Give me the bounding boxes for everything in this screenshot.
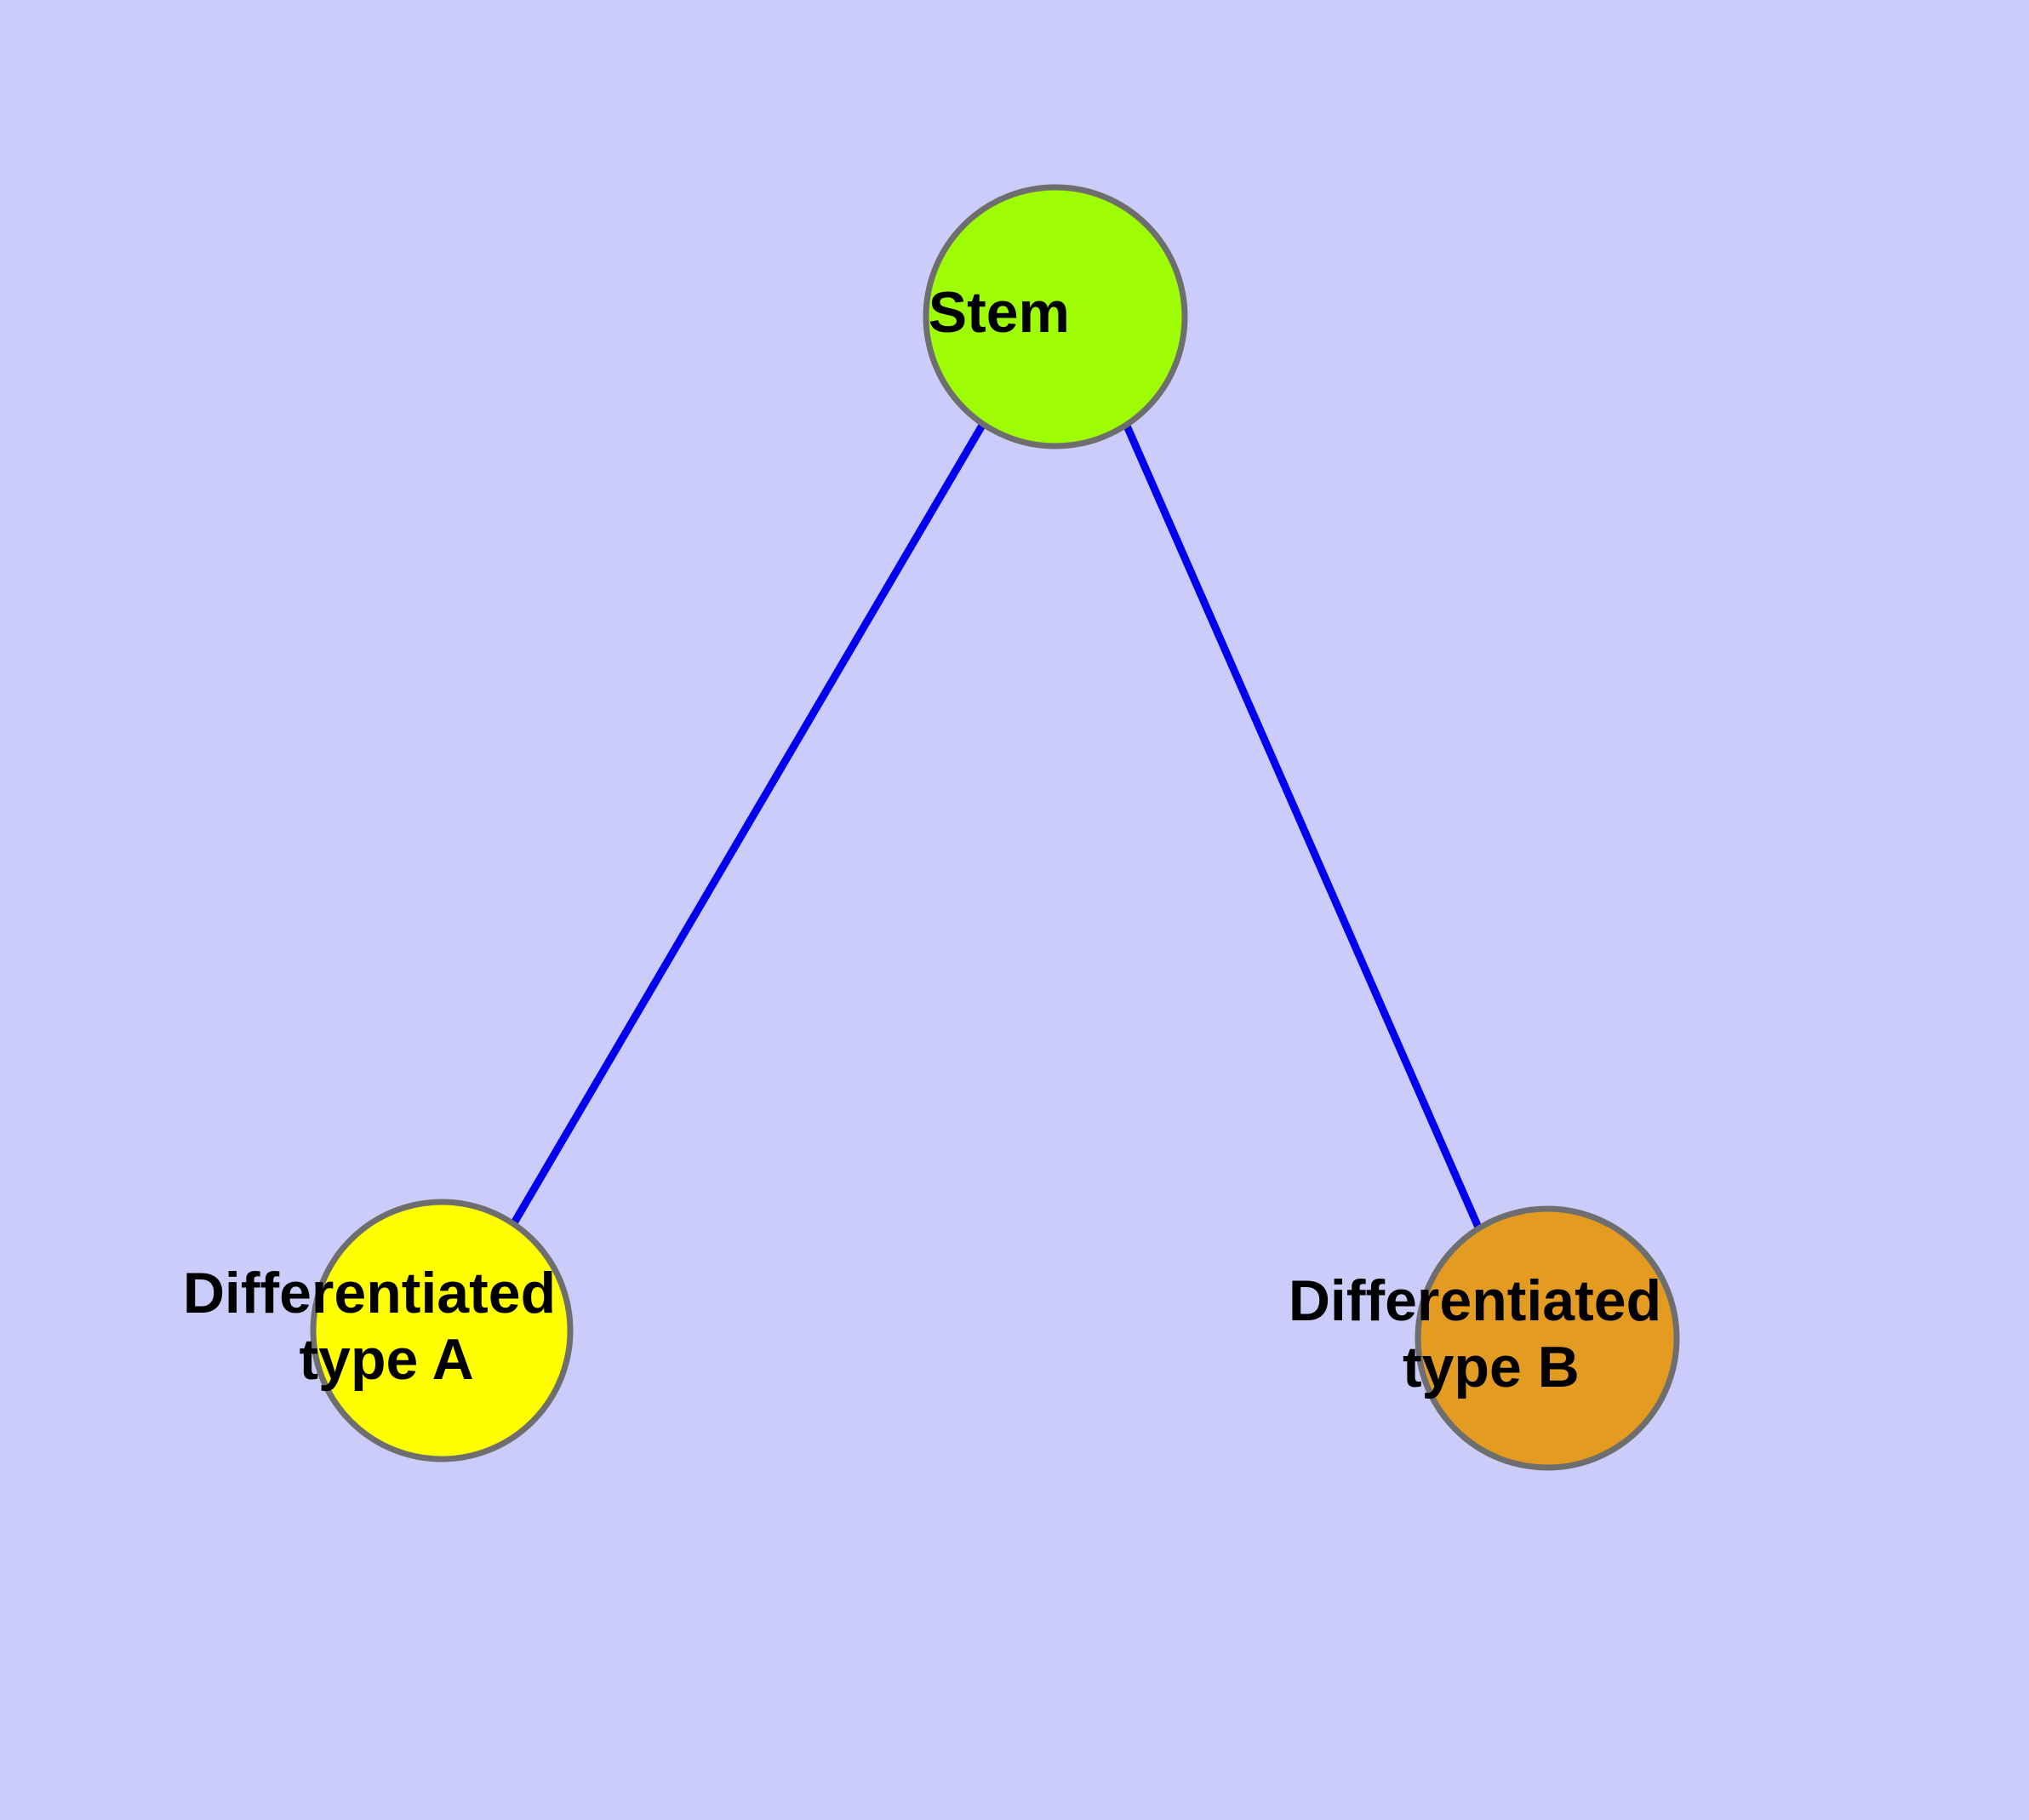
- node-stem[interactable]: [923, 184, 1188, 449]
- edge-stem-to-differentiated-a: [509, 421, 986, 1228]
- node-stem-circle[interactable]: [923, 184, 1188, 449]
- label-layer: Stem Differentiated type A Differentiate…: [183, 280, 1806, 1399]
- node-differentiated-type-b-label-line-2: type B: [1403, 1335, 1580, 1399]
- node-differentiated-type-a-circle[interactable]: [310, 1199, 574, 1462]
- node-differentiated-type-b-label-line-1: Differentiated: [1289, 1268, 1661, 1333]
- node-differentiated-type-a-label: Differentiated type A: [183, 1261, 700, 1392]
- node-differentiated-type-a[interactable]: [310, 1199, 574, 1462]
- node-stem-label-line-1: Stem: [929, 280, 1070, 345]
- node-differentiated-type-b-label: Differentiated type B: [1289, 1268, 1806, 1399]
- node-differentiated-type-a-label-line-2: type A: [299, 1327, 472, 1392]
- edge-stem-to-differentiated-b: [1122, 422, 1483, 1231]
- node-differentiated-type-b[interactable]: [1415, 1205, 1680, 1471]
- node-layer: [310, 184, 1680, 1471]
- node-differentiated-type-a-label-line-1: Differentiated: [183, 1261, 556, 1325]
- node-differentiated-type-b-circle[interactable]: [1415, 1205, 1680, 1471]
- edge-layer: [509, 421, 1483, 1231]
- node-stem-label: Stem: [929, 280, 1183, 345]
